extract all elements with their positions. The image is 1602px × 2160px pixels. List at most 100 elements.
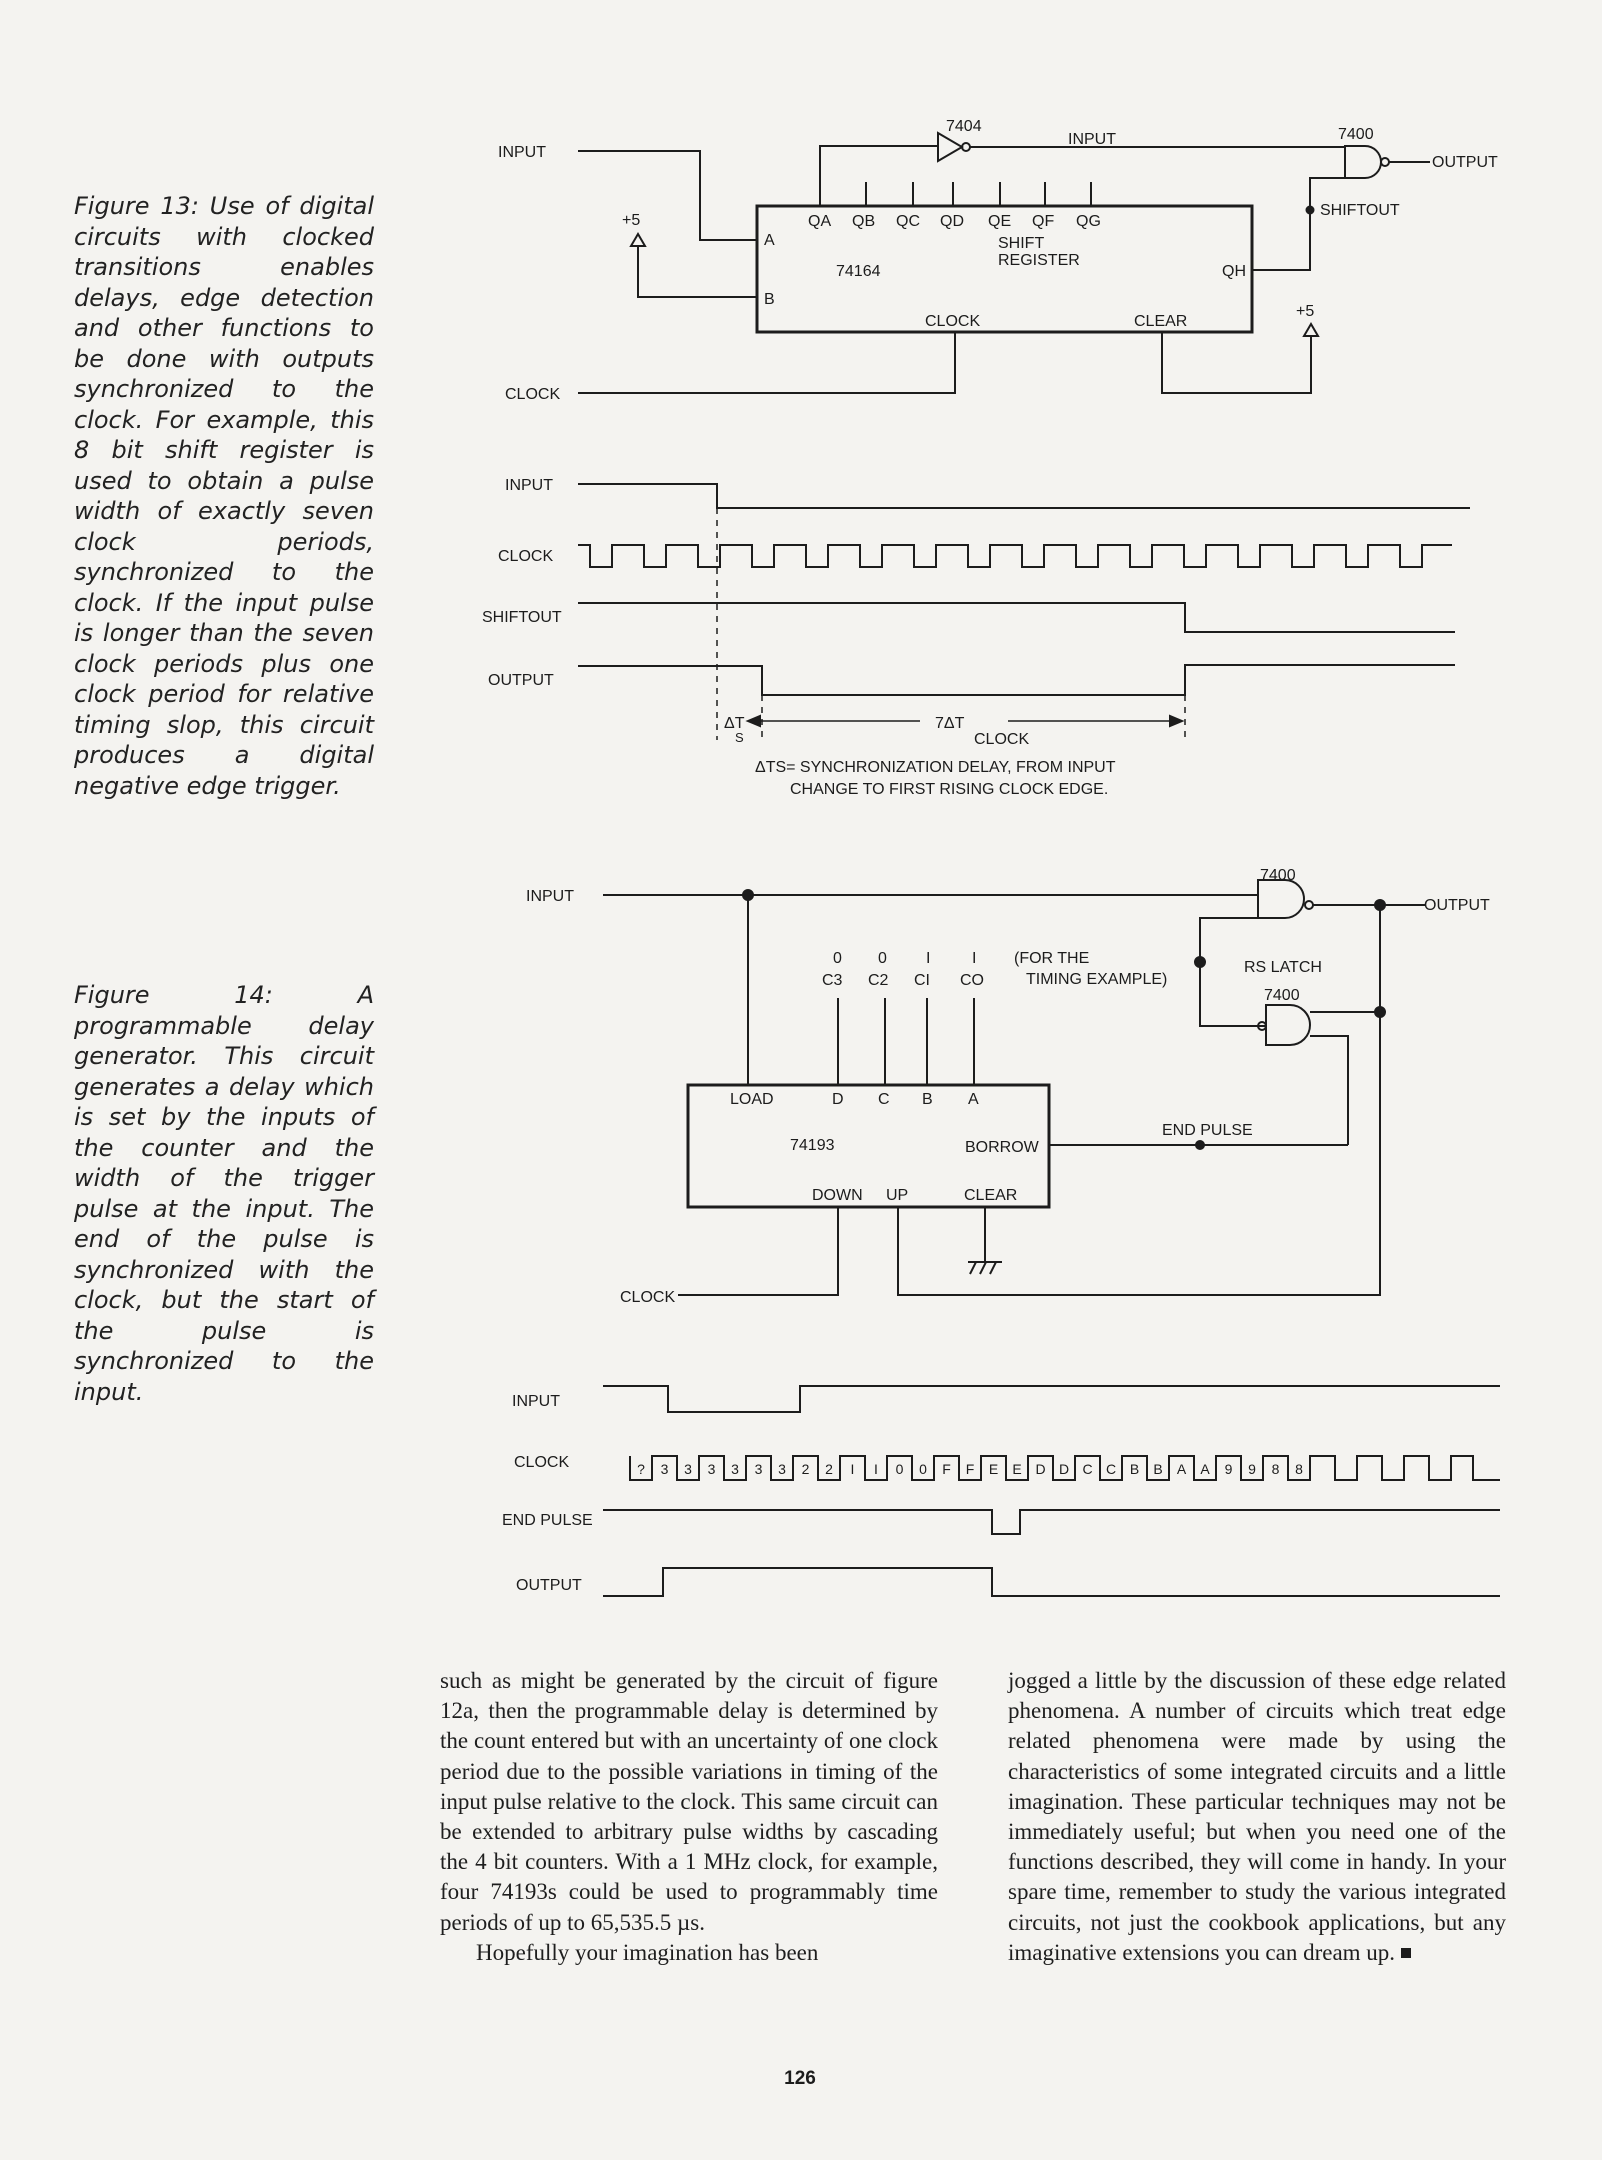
note-line-2: CHANGE TO FIRST RISING CLOCK EDGE. bbox=[790, 781, 1108, 798]
pin-b: B bbox=[922, 1091, 933, 1108]
plus5-right: +5 bbox=[1296, 303, 1314, 320]
count-value: B bbox=[1153, 1461, 1162, 1477]
bit-c2: C2 bbox=[868, 972, 889, 989]
pin-qh: QH bbox=[1222, 263, 1246, 280]
chip-name-register: REGISTER bbox=[998, 252, 1080, 269]
pin-qc: QC bbox=[896, 213, 920, 230]
seven-clock-sub: CLOCK bbox=[974, 731, 1029, 748]
count-value: 9 bbox=[1248, 1461, 1256, 1477]
timing14-input: INPUT bbox=[512, 1393, 560, 1410]
pin-down: DOWN bbox=[812, 1187, 863, 1204]
fig13-timing bbox=[578, 483, 1470, 740]
timing-note-1: (FOR THE bbox=[1014, 950, 1089, 967]
pin-qb: QB bbox=[852, 213, 875, 230]
timing14-output: OUTPUT bbox=[516, 1577, 582, 1594]
inverter-7404 bbox=[937, 131, 964, 163]
count-value: ? bbox=[637, 1461, 645, 1477]
clear-wire bbox=[1161, 332, 1312, 394]
clock-wire bbox=[678, 1207, 839, 1296]
count-value: 3 bbox=[661, 1461, 669, 1477]
timing-input-trace bbox=[578, 483, 1470, 509]
timing-output-trace bbox=[603, 1567, 1500, 1597]
plus5-left: +5 bbox=[622, 212, 640, 229]
up-feedback-wire bbox=[897, 1012, 1381, 1296]
count-value: 3 bbox=[755, 1461, 763, 1477]
pin-clear: CLEAR bbox=[964, 1187, 1017, 1204]
nand1-7400 bbox=[1257, 879, 1305, 919]
inverter-input-wire bbox=[819, 145, 938, 206]
fig13-clock-label: CLOCK bbox=[505, 386, 560, 403]
count-value: 8 bbox=[1272, 1461, 1280, 1477]
bit-c3: C3 bbox=[822, 972, 843, 989]
count-value: 3 bbox=[684, 1461, 692, 1477]
timing14-end-pulse: END PULSE bbox=[502, 1512, 593, 1529]
pin-qa: QA bbox=[808, 213, 831, 230]
figure-14-caption: Figure 14: A programmable delay generato… bbox=[74, 981, 374, 1406]
inverter-label: 7404 bbox=[946, 118, 982, 135]
pin-qe: QE bbox=[988, 213, 1011, 230]
fig13-input-label: INPUT bbox=[498, 144, 546, 161]
figure-13-caption: Figure 13: Use of digital circuits with … bbox=[74, 192, 374, 800]
pin-clock: CLOCK bbox=[925, 313, 980, 330]
pin-a: A bbox=[764, 232, 775, 249]
timing13-shiftout: SHIFTOUT bbox=[482, 609, 562, 626]
nand2-7400 bbox=[1265, 1004, 1311, 1046]
value-c0: I bbox=[972, 950, 976, 967]
pin-borrow: BORROW bbox=[965, 1139, 1040, 1156]
fig13-output-label: OUTPUT bbox=[1432, 154, 1498, 171]
count-value: D bbox=[1059, 1461, 1069, 1477]
fig14-input-label: INPUT bbox=[526, 888, 574, 905]
timing13-output: OUTPUT bbox=[488, 672, 554, 689]
count-value: C bbox=[1106, 1461, 1116, 1477]
body-column-right: jogged a little by the discussion of the… bbox=[1008, 1666, 1506, 1968]
pin-clear: CLEAR bbox=[1134, 313, 1187, 330]
value-c2: 0 bbox=[878, 950, 887, 967]
timing-output-trace bbox=[578, 664, 1455, 696]
count-value: 0 bbox=[919, 1461, 927, 1477]
body-paragraph: Hopefully your imagination has been bbox=[476, 1939, 819, 1965]
bit-c0: CO bbox=[960, 972, 984, 989]
pin-qg: QG bbox=[1076, 213, 1101, 230]
count-value: A bbox=[1200, 1461, 1210, 1477]
count-value: I bbox=[874, 1461, 878, 1477]
count-value: I bbox=[851, 1461, 855, 1477]
count-value: 3 bbox=[731, 1461, 739, 1477]
pin-load: LOAD bbox=[730, 1091, 774, 1108]
fig14-circuit bbox=[603, 879, 1425, 1296]
count-value: 3 bbox=[708, 1461, 716, 1477]
timing-end-pulse-trace bbox=[603, 1509, 1500, 1535]
body-paragraph: such as might be generated by the circui… bbox=[440, 1668, 938, 1935]
count-value: B bbox=[1130, 1461, 1139, 1477]
end-of-article-mark bbox=[1401, 1947, 1412, 1958]
count-value: E bbox=[1012, 1461, 1021, 1477]
pin-b: B bbox=[764, 291, 775, 308]
pin-qf: QF bbox=[1032, 213, 1054, 230]
count-value: 0 bbox=[896, 1461, 904, 1477]
page-number: 126 bbox=[784, 2068, 816, 2089]
body-column-left: such as might be generated by the circui… bbox=[440, 1666, 938, 1968]
chip-name-shift: SHIFT bbox=[998, 235, 1044, 252]
timing-note-2: TIMING EXAMPLE) bbox=[1026, 971, 1167, 988]
end-pulse-label: END PULSE bbox=[1162, 1122, 1253, 1139]
nand1-label: 7400 bbox=[1260, 867, 1296, 884]
timing13-clock: CLOCK bbox=[498, 548, 553, 565]
timing-clock-trace bbox=[629, 1455, 1500, 1481]
nand-7400 bbox=[1344, 145, 1382, 179]
count-value: 3 bbox=[778, 1461, 786, 1477]
shiftout-label: SHIFTOUT bbox=[1320, 202, 1400, 219]
value-c1: I bbox=[926, 950, 930, 967]
count-value: 9 bbox=[1225, 1461, 1233, 1477]
count-value: E bbox=[989, 1461, 998, 1477]
count-value: C bbox=[1082, 1461, 1092, 1477]
note-line-1: ΔTS= SYNCHRONIZATION DELAY, FROM INPUT bbox=[755, 759, 1116, 776]
timing-input-trace bbox=[603, 1385, 1500, 1413]
plus5-wire-b bbox=[637, 246, 757, 298]
shiftout-wire bbox=[1252, 177, 1345, 271]
delta-ts-sub: S bbox=[735, 730, 744, 745]
input-bus-label: INPUT bbox=[1068, 131, 1116, 148]
pin-c: C bbox=[878, 1091, 890, 1108]
timing14-clock: CLOCK bbox=[514, 1454, 569, 1471]
nand2-label: 7400 bbox=[1264, 987, 1300, 1004]
